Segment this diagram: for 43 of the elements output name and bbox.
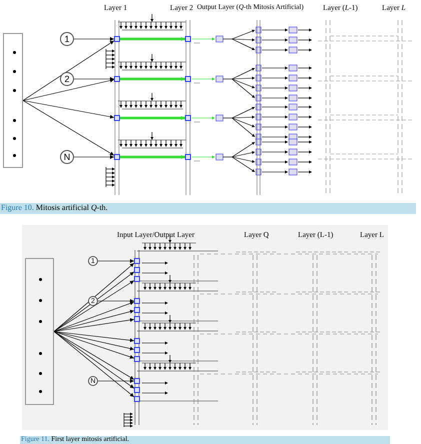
- neuron-box: [114, 76, 120, 82]
- neuron-box: [134, 267, 140, 273]
- arrow: [98, 379, 134, 383]
- neuron-box: [114, 154, 120, 160]
- arrow: [54, 331, 134, 359]
- neuron-box: [114, 115, 120, 121]
- arrow: [74, 77, 114, 81]
- arrow: [22, 100, 114, 156]
- neuron-box: [134, 387, 140, 393]
- neuron-box: [134, 378, 140, 384]
- neuron-box: [134, 396, 140, 402]
- arrow: [120, 77, 185, 81]
- neuron-box: [134, 338, 140, 344]
- figure-caption: Figure 10. Mitosis artificial Q-th.: [0, 203, 416, 214]
- arrow: [22, 40, 114, 101]
- neuron-box: [134, 258, 140, 264]
- neuron-box: [185, 36, 191, 42]
- neuron-box: [114, 36, 120, 42]
- arrow: [120, 37, 185, 41]
- neuron-box: [134, 347, 140, 353]
- neuron-box: [185, 154, 191, 160]
- arrow: [120, 116, 185, 120]
- arrow: [120, 155, 185, 159]
- arrow: [54, 331, 134, 350]
- arrow: [54, 310, 134, 332]
- neuron-box: [185, 76, 191, 82]
- arrow: [54, 331, 134, 342]
- arrow: [22, 78, 114, 101]
- arrow: [22, 100, 114, 119]
- input-bracket: [25, 258, 54, 405]
- arrow: [98, 259, 134, 263]
- neuron-box: [134, 307, 140, 313]
- arrow: [74, 37, 114, 41]
- arrow: [74, 155, 114, 159]
- neuron-box: [134, 356, 140, 362]
- arrow: [54, 318, 134, 332]
- neuron-box: [134, 316, 140, 322]
- arrow: [54, 301, 134, 332]
- neuron-box: [134, 298, 140, 304]
- neuron-box: [185, 115, 191, 121]
- input-bracket: [3, 33, 23, 168]
- neuron-box: [134, 276, 140, 282]
- arrow: [98, 299, 134, 303]
